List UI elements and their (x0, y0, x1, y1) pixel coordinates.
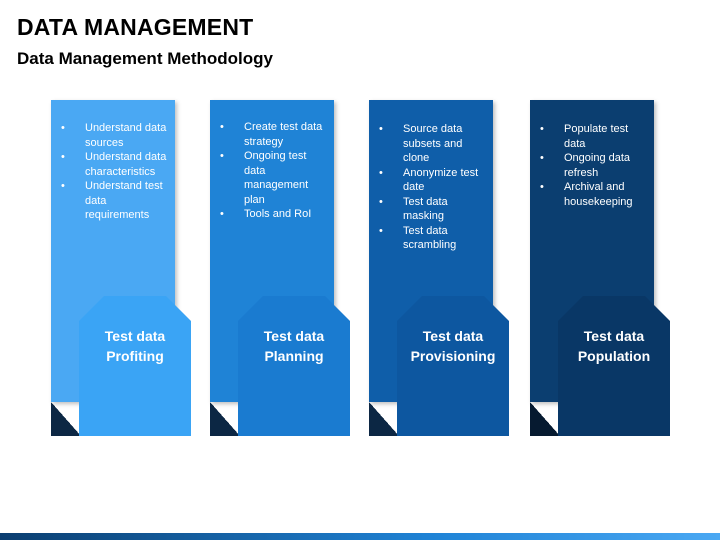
column-tag (79, 296, 191, 436)
column-label-line1: Test data (263, 328, 325, 344)
bullet-list: • Source data subsets and clone • Anonymiz… (377, 122, 489, 253)
bullet-list: • Understand data sources • Understand dat… (59, 121, 171, 223)
bullet-list: • Create test data strategy • Ongoing test… (218, 120, 330, 222)
bullet-icon: • (220, 208, 224, 220)
list-item-text: Anonymize test date (403, 166, 479, 194)
column-population: • Populate test data • Ongoing data refres… (530, 100, 710, 440)
column-label-line1: Test data (104, 328, 166, 344)
list-item-text: Archival and housekeeping (564, 181, 633, 208)
bullet-icon: • (540, 181, 544, 193)
column-fold-shadow (51, 402, 81, 436)
bullet-icon: • (379, 195, 383, 208)
list-item: • Test data masking (377, 195, 489, 224)
list-item: • Test data scrambling (377, 224, 489, 253)
column-tag (238, 296, 350, 436)
list-item: • Understand data characteristics (59, 150, 171, 179)
bullet-icon: • (379, 224, 383, 237)
list-item: • Archival and housekeeping (538, 180, 650, 209)
bullet-icon: • (379, 123, 383, 135)
list-item: • Anonymize test date (377, 166, 489, 195)
list-item: • Source data subsets and clone (377, 122, 489, 166)
column-provisioning: • Source data subsets and clone • Anonymiz… (369, 100, 549, 440)
list-item-text: Source data subsets and clone (403, 123, 463, 164)
list-item-text: Ongoing data refresh (564, 152, 631, 179)
bullet-icon: • (61, 151, 65, 163)
bullet-icon: • (61, 122, 65, 134)
bullet-icon: • (540, 123, 544, 135)
bullet-icon: • (220, 121, 224, 133)
list-item-text: Understand data sources (85, 122, 167, 149)
column-fold-shadow (530, 402, 560, 436)
list-item-text: Understand data characteristics (85, 151, 167, 178)
column-label: Test data Planning (238, 326, 350, 366)
column-tag (558, 296, 670, 436)
column-label: Test data Profiting (79, 326, 191, 366)
column-label-line1: Test data (422, 328, 484, 344)
column-label-line2: Profiting (106, 348, 164, 364)
list-item: • Understand test data requirements (59, 179, 171, 223)
list-item-text: Test data scrambling (403, 224, 457, 252)
column-label: Test data Provisioning (397, 326, 509, 366)
page-subtitle: Data Management Methodology (17, 49, 273, 68)
column-label-line2: Planning (264, 348, 324, 364)
bullet-icon: • (61, 180, 65, 192)
column-tag (397, 296, 509, 436)
column-label-line1: Test data (583, 328, 645, 344)
list-item-text: Populate test data (564, 123, 629, 150)
column-profiting: • Understand data sources • Understand dat… (51, 100, 231, 440)
column-planning: • Create test data strategy • Ongoing test… (210, 100, 390, 440)
list-item: • Populate test data (538, 122, 650, 151)
list-item-text: Understand test data requirements (85, 180, 163, 221)
list-item: • Understand data sources (59, 121, 171, 150)
column-fold-shadow (210, 402, 240, 436)
list-item-text: Create test data strategy (244, 121, 323, 148)
column-label-line2: Population (577, 348, 651, 364)
bullet-icon: • (220, 150, 224, 162)
list-item: • Create test data strategy (218, 120, 330, 149)
list-item-text: Tools and RoI (244, 208, 312, 220)
list-item-text: Ongoing test data management plan (244, 150, 309, 206)
list-item: • Tools and RoI (218, 207, 330, 222)
footer-gradient-bar (0, 533, 720, 540)
bullet-icon: • (540, 152, 544, 164)
column-fold-shadow (369, 402, 399, 436)
bullet-list: • Populate test data • Ongoing data refres… (538, 122, 650, 209)
list-item: • Ongoing test data management plan (218, 149, 330, 207)
list-item-text: Test data masking (403, 195, 448, 223)
list-item: • Ongoing data refresh (538, 151, 650, 180)
page-title: DATA MANAGEMENT (17, 14, 254, 40)
column-label-line2: Provisioning (410, 348, 496, 364)
bullet-icon: • (379, 166, 383, 179)
column-label: Test data Population (558, 326, 670, 366)
